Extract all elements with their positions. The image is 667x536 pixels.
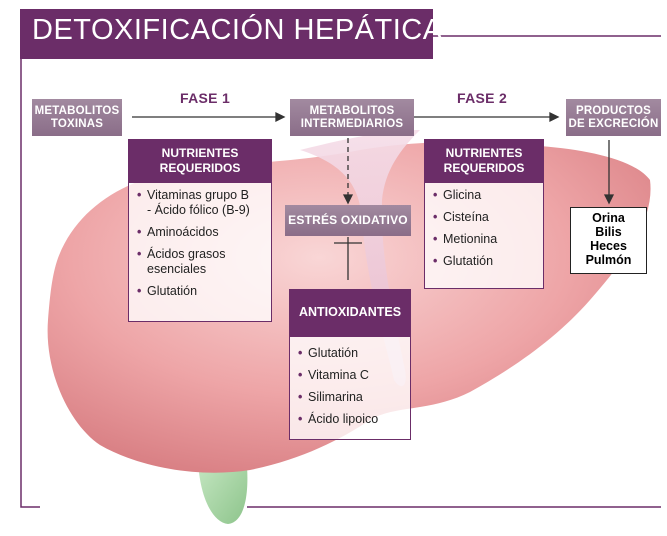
antioxidant-item-3: Silimarina (308, 390, 363, 404)
page-title: DETOXIFICACIÓN HEPÁTICA (32, 14, 443, 46)
oxidative-stress-label: ESTRÉS OXIDATIVO (285, 205, 411, 236)
list-item: Glutatión (137, 284, 263, 299)
phase1-header-line2: REQUERIDOS (159, 160, 241, 175)
list-item: Ácidos grasos esenciales (137, 247, 263, 277)
list-item: Glicina (433, 188, 535, 203)
phase1-item-2: - Ácido fólico (B-9) (147, 203, 250, 217)
excretion-route: Bilis (595, 225, 622, 239)
phase1-item-3: Aminoácidos (147, 225, 219, 239)
list-item: Aminoácidos (137, 225, 263, 240)
list-item: Glutatión (298, 346, 402, 361)
phase1-header-line1: NUTRIENTES (161, 145, 239, 160)
list-item: Ácido lipoico (298, 412, 402, 427)
phase1-item-1: Vitaminas grupo B (147, 188, 249, 202)
list-item: Metionina (433, 232, 535, 247)
phase1-item-4: Ácidos grasos (147, 247, 226, 261)
output-label-line2: DE EXCRECIÓN (568, 117, 659, 130)
intermediate-label: METABOLITOS INTERMEDIARIOS (290, 99, 414, 136)
antioxidants-header-text: ANTIOXIDANTES (298, 305, 402, 319)
intermediate-label-line2: INTERMEDIARIOS (300, 117, 404, 130)
excretion-routes-box: Orina Bilis Heces Pulmón (570, 207, 647, 274)
phase2-header-line2: REQUERIDOS (443, 160, 525, 175)
phase2-nutrients-list: Glicina Cisteína Metionina Glutatión (424, 182, 544, 289)
antioxidant-item-2: Vitamina C (308, 368, 369, 382)
list-item: Silimarina (298, 390, 402, 405)
flow-arrows (132, 111, 615, 280)
phase2-item-4: Glutatión (443, 254, 494, 268)
input-label: METABOLITOS TOXINAS (32, 99, 122, 136)
oxidative-stress-text: ESTRÉS OXIDATIVO (288, 213, 408, 227)
phase1-label: FASE 1 (180, 90, 231, 106)
phase2-item-1: Glicina (443, 188, 482, 202)
input-label-line1: METABOLITOS (34, 104, 120, 117)
list-item: Cisteína (433, 210, 535, 225)
title-banner (20, 9, 433, 59)
phase2-nutrients-header: NUTRIENTES REQUERIDOS (424, 139, 544, 182)
phase2-label: FASE 2 (457, 90, 508, 106)
phase2-header-line1: NUTRIENTES (445, 145, 523, 160)
frame-lines (20, 35, 661, 508)
antioxidant-item-1: Glutatión (308, 346, 359, 360)
phase2-item-3: Metionina (443, 232, 498, 246)
output-label: PRODUCTOS DE EXCRECIÓN (566, 99, 661, 136)
excretion-route: Orina (592, 211, 625, 225)
phase1-item-6: Glutatión (147, 284, 198, 298)
list-item: Vitaminas grupo B - Ácido fólico (B-9) (137, 188, 263, 218)
intermediate-label-line1: METABOLITOS (309, 104, 395, 117)
antioxidant-item-4: Ácido lipoico (308, 412, 379, 426)
output-label-line1: PRODUCTOS (575, 104, 652, 117)
excretion-route: Pulmón (585, 253, 632, 267)
list-item: Vitamina C (298, 368, 402, 383)
phase2-item-2: Cisteína (443, 210, 489, 224)
phase1-nutrients-list: Vitaminas grupo B - Ácido fólico (B-9) A… (128, 182, 272, 322)
phase1-nutrients-header: NUTRIENTES REQUERIDOS (128, 139, 272, 182)
list-item: Glutatión (433, 254, 535, 269)
antioxidants-header: ANTIOXIDANTES (289, 289, 411, 336)
antioxidants-list: Glutatión Vitamina C Silimarina Ácido li… (289, 336, 411, 440)
input-label-line2: TOXINAS (50, 117, 104, 130)
excretion-route: Heces (590, 239, 627, 253)
phase1-item-5: esenciales (147, 262, 207, 276)
